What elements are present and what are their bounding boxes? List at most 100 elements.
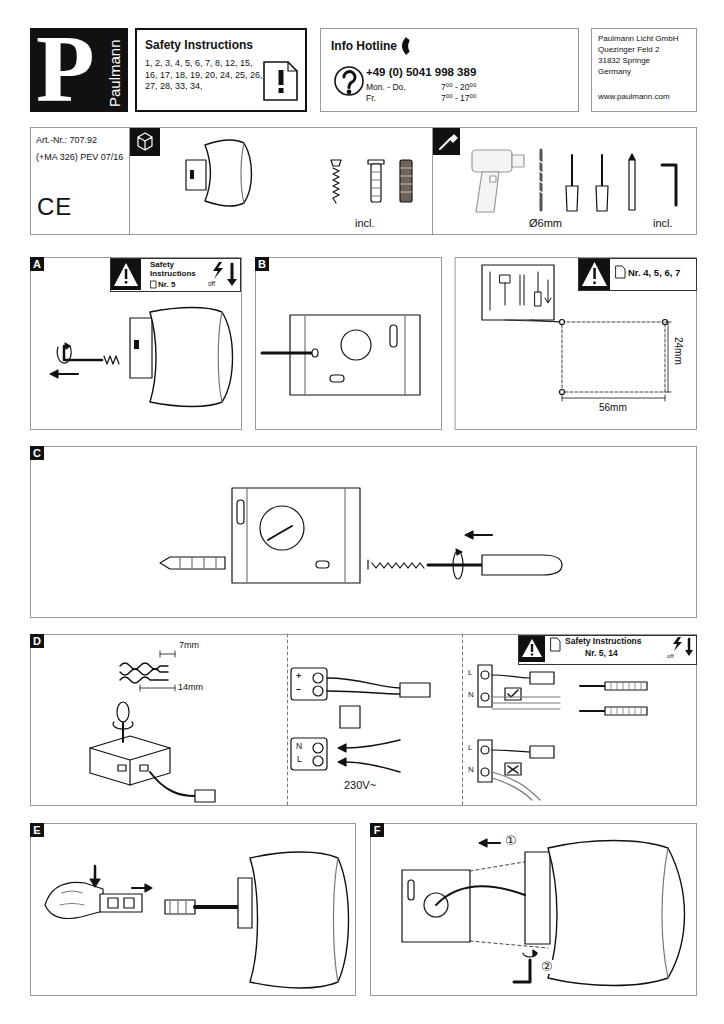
drill-bit	[538, 160, 544, 194]
power-off-icon	[685, 650, 693, 656]
hex-key	[57, 343, 119, 364]
terminal-check	[492, 750, 530, 752]
hours-time: 7⁰⁰ - 20⁰⁰	[441, 83, 476, 93]
wire-ferrule	[611, 682, 641, 715]
stripped-wire	[140, 685, 175, 691]
mounting-plate	[232, 488, 360, 583]
terminal-block	[400, 683, 430, 697]
drill-template	[665, 322, 671, 392]
stripped-wire	[160, 651, 175, 657]
connector	[165, 900, 195, 914]
lamp-back	[238, 878, 252, 928]
mounting-plate	[247, 488, 345, 583]
mounting-plate	[341, 330, 371, 360]
lamp-side	[130, 308, 233, 407]
direction-arrow	[50, 370, 78, 378]
hours-day: Fr.	[366, 94, 376, 104]
warning-icon	[151, 281, 156, 288]
power-off: off	[208, 280, 215, 287]
warning-icon	[531, 654, 533, 656]
pin-name: –	[295, 685, 302, 695]
drill	[476, 172, 499, 212]
mounting-plate	[290, 315, 420, 395]
row-divider	[130, 127, 433, 235]
direction-arrow	[486, 842, 500, 844]
pin-name: N	[467, 691, 475, 700]
dimension: 7mm	[178, 641, 200, 651]
question-icon	[335, 67, 363, 95]
terminal-box	[90, 748, 170, 785]
mounting-plate	[408, 880, 414, 900]
press-arrow	[94, 866, 97, 880]
warning-icon	[522, 639, 542, 657]
warning-icon	[616, 266, 625, 278]
hex-key	[514, 960, 530, 982]
screwdriver	[596, 186, 608, 211]
tool-inset	[545, 280, 551, 303]
warning-icon	[579, 259, 625, 290]
lamp-back	[334, 858, 339, 982]
screw	[372, 563, 424, 568]
terminal-box	[195, 790, 215, 802]
heading: Safety Instructions	[150, 260, 208, 278]
wall-plug	[371, 172, 381, 196]
reference-number: Nr. 5	[158, 280, 175, 289]
drill-size: Ø6mm	[528, 217, 563, 229]
ce-mark: CE	[36, 194, 73, 220]
power-off-icon	[213, 262, 237, 286]
screw	[331, 160, 341, 166]
warning-box: Safety InstructionsNr. 5, 14off	[518, 635, 697, 665]
terminal-check	[478, 740, 492, 782]
lamp-front	[186, 140, 252, 206]
lamp-front	[205, 140, 252, 206]
pin-name: N	[295, 742, 303, 751]
warning-box: Safety InstructionsNr. 5 off	[110, 258, 241, 292]
screwdriver	[428, 564, 482, 567]
wall-plug	[160, 557, 225, 569]
drill	[512, 155, 524, 167]
drill-bit	[540, 150, 543, 210]
stripped-wire	[120, 669, 168, 675]
hours-day: Mon. - Do.	[366, 83, 406, 93]
terminal-block	[338, 744, 346, 766]
instruction-numbers: 1, 2, 3, 4, 5, 6, 7, 8, 12, 15, 16, 17, …	[145, 58, 267, 93]
warning-icon	[582, 262, 607, 286]
pencil	[629, 154, 635, 210]
step-panel: ASafety InstructionsNr. 5off	[30, 257, 242, 430]
power-off-icon	[673, 637, 693, 656]
screw	[368, 560, 424, 569]
connector	[170, 900, 186, 914]
lamp-side	[134, 340, 139, 349]
screwdriver	[456, 549, 462, 555]
question-icon	[347, 90, 351, 94]
pin-name: L	[296, 755, 303, 764]
power-off-icon	[673, 637, 682, 651]
direction-arrow	[465, 531, 492, 539]
terminal-check	[478, 665, 492, 707]
terminal-check	[508, 690, 518, 697]
brand-name: Paulmann	[106, 39, 123, 107]
drill-template	[562, 395, 665, 401]
logo-box: PPaulmann	[30, 28, 128, 112]
terminal-check	[505, 763, 521, 775]
document-icon	[279, 70, 284, 85]
power-off-icon	[688, 639, 691, 651]
panel-letter: E	[30, 823, 44, 837]
mounting-plate	[305, 315, 405, 395]
phone-icon	[403, 38, 410, 54]
wall-plug	[368, 160, 384, 202]
pencil	[629, 154, 635, 160]
screw	[367, 560, 368, 569]
mounting-plate	[232, 488, 360, 583]
address-line: Germany	[598, 67, 631, 76]
question-icon	[335, 67, 363, 95]
screwdriver	[428, 549, 562, 579]
warning-icon	[111, 259, 156, 290]
direction-arrow	[50, 370, 58, 378]
hours-time: 7⁰⁰ - 17⁰⁰	[441, 94, 476, 104]
wall-plug	[371, 164, 381, 202]
terminal-block	[327, 678, 400, 694]
tool-inset	[482, 265, 554, 320]
connector	[100, 894, 142, 912]
terminal-block	[313, 743, 323, 753]
